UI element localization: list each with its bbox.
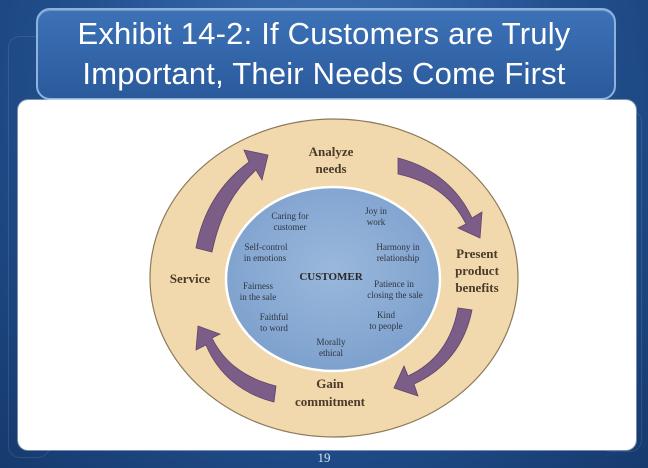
value-patience-line1: Patience in (374, 279, 414, 289)
page-number: 19 (317, 450, 331, 465)
stage-analyze-needs-line1: Analyze (309, 144, 354, 159)
title-line-2: Important, Their Needs Come First (82, 56, 566, 91)
value-kind-line1: Kind (377, 310, 396, 320)
value-moral-line2: ethical (319, 348, 343, 358)
value-fairness-line1: Fairness (243, 281, 273, 291)
stage-present-benefits-line1: Present (456, 246, 498, 261)
arrow-lower-right (393, 307, 473, 397)
value-caring-line2: customer (274, 222, 307, 232)
value-harmony-line2: relationship (377, 253, 420, 263)
arrow-upper-right (397, 157, 483, 239)
title-line-1: Exhibit 14-2: If Customers are Truly (77, 16, 571, 51)
value-kind-line2: to people (369, 321, 402, 331)
center-customer-label: CUSTOMER (299, 271, 363, 283)
arrow-lower-left (195, 325, 277, 403)
value-faithful-line1: Faithful (260, 312, 289, 322)
value-joy-line2: work (367, 217, 386, 227)
stage-analyze-needs-line2: needs (315, 161, 346, 176)
stage-present-benefits-line3: benefits (455, 280, 498, 295)
value-fairness-line2: in the sale (240, 292, 277, 302)
stage-gain-commitment-line1: Gain (316, 376, 344, 391)
value-moral-line1: Morally (317, 337, 346, 347)
value-self-control-line1: Self-control (245, 242, 288, 252)
stage-present-benefits-line2: product (455, 263, 499, 278)
inner-circle (224, 185, 442, 373)
value-faithful-line2: to word (260, 323, 288, 333)
value-patience-line2: closing the sale (367, 290, 423, 300)
value-joy-line1: Joy in (365, 206, 387, 216)
stage-service: Service (170, 271, 211, 286)
value-caring-line1: Caring for (271, 211, 308, 221)
value-harmony-line1: Harmony in (376, 242, 420, 252)
stage-gain-commitment-line2: commitment (295, 394, 366, 409)
slide-title: Exhibit 14-2: If Customers are Truly Imp… (36, 14, 612, 94)
arrow-upper-left (195, 149, 269, 253)
value-self-control-line2: in emotions (244, 253, 287, 263)
title-box (36, 8, 616, 100)
